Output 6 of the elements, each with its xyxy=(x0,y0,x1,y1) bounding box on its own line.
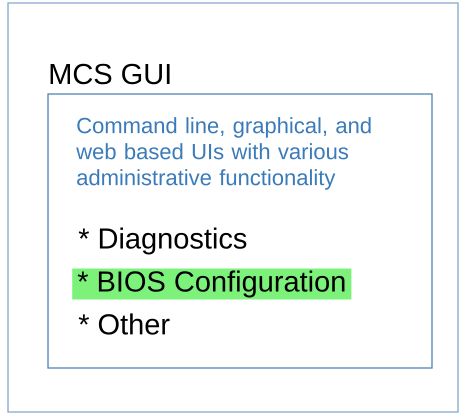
outer-frame xyxy=(7,2,459,413)
heading: MCS GUI xyxy=(50,64,170,84)
description-text: Command line, graphical, and web based UIs with various administrative functionality xyxy=(76,117,371,190)
list-item: * Other xyxy=(78,313,170,335)
list-item: * Diagnostics xyxy=(78,227,246,255)
highlighted-list-item: * BIOS Configuration xyxy=(72,268,352,300)
